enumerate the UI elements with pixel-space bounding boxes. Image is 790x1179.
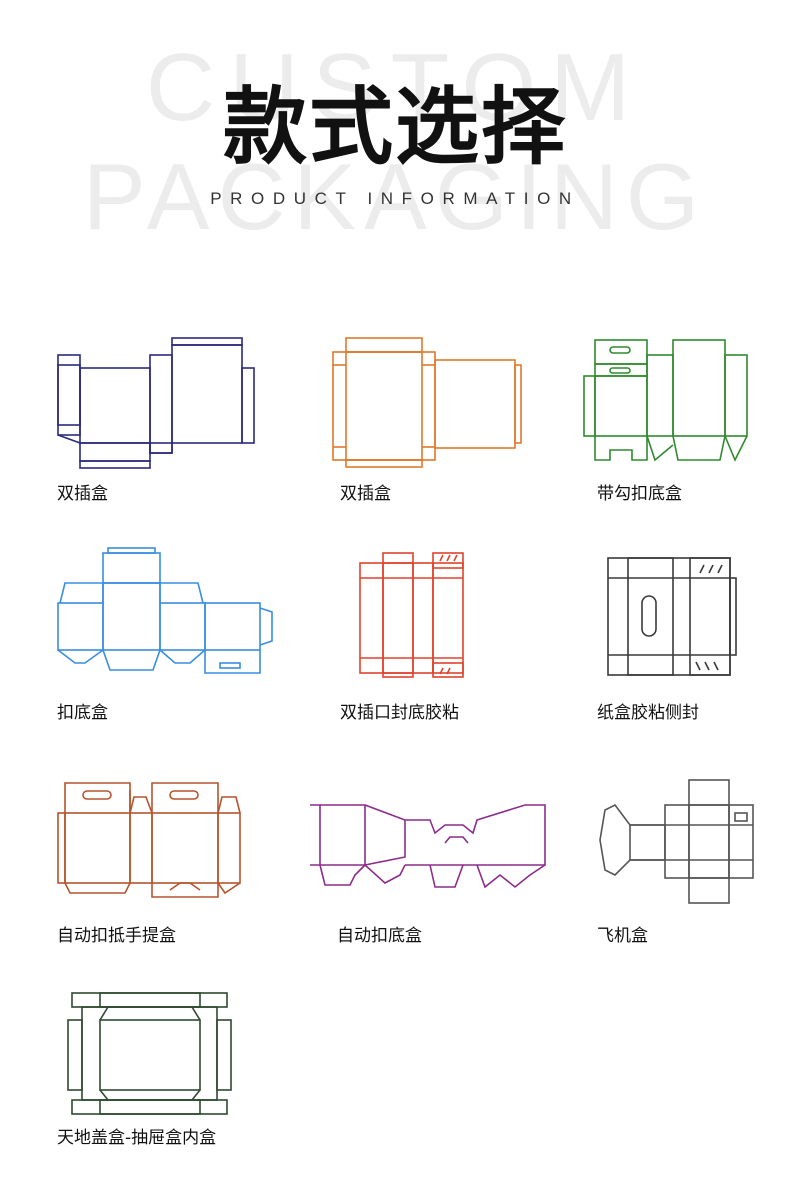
style-item-lid-base-drawer[interactable] — [60, 985, 240, 1125]
double-tuck-box-dieline-icon — [57, 337, 255, 469]
style-item-tuck-glue-bottom[interactable] — [355, 548, 475, 683]
background-word-custom: CUSTOM — [145, 34, 645, 141]
style-item-double-tuck-2[interactable] — [330, 335, 530, 475]
lock-bottom-box-dieline-icon — [57, 547, 273, 674]
style-item-hang-tab-lock-bottom[interactable] — [580, 335, 760, 475]
style-item-double-tuck-1[interactable] — [50, 335, 270, 475]
style-label: 双插口封底胶粘 — [340, 703, 459, 723]
mailer-box-dieline-icon — [599, 779, 754, 904]
page-title: 款式选择 — [222, 78, 567, 176]
double-tuck-box-dieline-icon — [332, 337, 522, 468]
style-label: 自动扣底盒 — [337, 926, 422, 946]
page-subtitle: PRODUCT INFORMATION — [210, 189, 580, 208]
style-label: 扣底盒 — [57, 703, 108, 723]
style-item-mailer-box[interactable] — [595, 775, 760, 910]
style-label: 双插盒 — [340, 484, 391, 504]
lid-base-drawer-box-dieline-icon — [67, 992, 232, 1115]
style-item-side-glue[interactable] — [600, 548, 740, 683]
style-item-lock-bottom[interactable] — [50, 545, 280, 685]
auto-bottom-handle-box-dieline-icon — [57, 782, 241, 898]
style-label: 自动扣抵手提盒 — [57, 926, 176, 946]
background-word-packaging: PACKAGING — [83, 144, 707, 249]
style-label: 天地盖盒-抽屉盒内盒 — [57, 1128, 217, 1148]
auto-lock-bottom-box-dieline-icon — [310, 804, 546, 889]
hang-tab-lock-bottom-box-dieline-icon — [583, 339, 748, 462]
style-label: 带勾扣底盒 — [597, 484, 682, 504]
tuck-glue-bottom-box-dieline-icon — [359, 552, 464, 678]
side-glue-box-dieline-icon — [607, 557, 737, 676]
style-label: 双插盒 — [57, 484, 108, 504]
style-item-auto-lock-bottom[interactable] — [305, 795, 555, 905]
style-label: 纸盒胶粘侧封 — [597, 703, 699, 723]
style-label: 飞机盒 — [597, 926, 648, 946]
style-item-auto-bottom-handle[interactable] — [50, 775, 250, 910]
